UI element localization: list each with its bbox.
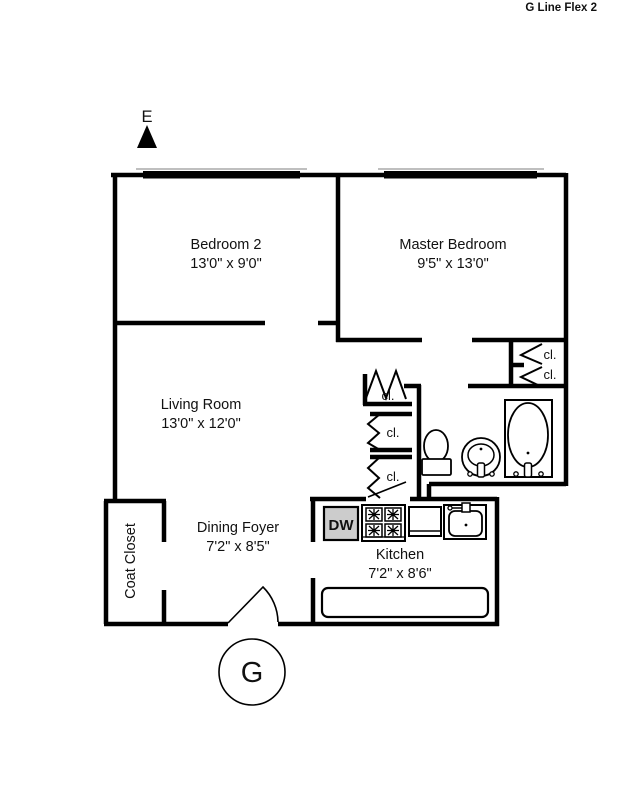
compass-north-arrow-icon [137, 125, 157, 148]
bifold-door-master-closet-top [518, 343, 543, 365]
plan-title: G Line Flex 2 [525, 2, 597, 14]
bifold-door-hall-closet-3 [366, 456, 381, 499]
room-dims-kitchen: 7'2" x 8'6" [368, 566, 431, 582]
closet-label-hall-3: cl. [387, 469, 400, 484]
closet-label-hall-2: cl. [387, 425, 400, 440]
compass-direction-label: E [141, 108, 152, 126]
room-dims-living-room: 13'0" x 12'0" [161, 416, 241, 432]
unit-marker-circle [218, 638, 286, 706]
closet-label-hall-1: cl. [382, 388, 395, 403]
room-labels: Bedroom 2 13'0" x 9'0" Master Bedroom 9'… [123, 237, 507, 599]
interior-walls [115, 175, 566, 499]
compass: E [137, 108, 157, 148]
dishwasher-label: DW [329, 517, 355, 534]
room-label-bedroom2: Bedroom 2 [191, 237, 262, 253]
room-label-dining-foyer: Dining Foyer [197, 520, 279, 536]
closet-doors [365, 343, 543, 499]
entry-door-swing [227, 585, 279, 624]
kitchen-fixtures: DW [320, 502, 490, 619]
pedestal-sink-icon [461, 437, 501, 478]
bifold-door-master-closet-bottom [518, 366, 543, 388]
dishwasher-icon: DW [322, 505, 360, 542]
toilet-icon [421, 429, 452, 476]
room-label-living-room: Living Room [161, 397, 242, 413]
coat-closet-label: Coat Closet [123, 523, 139, 599]
kitchen-counter-icon [320, 586, 490, 619]
bathroom-fixtures [421, 399, 553, 478]
kitchen-door-leaf [367, 481, 407, 498]
bathtub-icon [504, 399, 553, 478]
unit-marker-label: G [241, 657, 264, 689]
closet-labels: cl. cl. cl. cl. cl. [382, 347, 557, 484]
room-dims-master-bedroom: 9'5" x 13'0" [417, 256, 488, 272]
room-label-kitchen: Kitchen [376, 547, 424, 563]
stove-icon [361, 504, 406, 542]
closet-label-master-bottom: cl. [544, 367, 557, 382]
room-label-master-bedroom: Master Bedroom [399, 237, 506, 253]
kitchen-sink-icon [443, 502, 487, 540]
bifold-door-hall-closet-1 [365, 368, 407, 401]
bifold-door-hall-closet-2 [366, 413, 381, 451]
room-dims-bedroom2: 13'0" x 9'0" [190, 256, 261, 272]
room-dims-dining-foyer: 7'2" x 8'5" [206, 539, 269, 555]
kitchen-cabinet-icon [408, 506, 442, 537]
swing-doors [227, 481, 407, 624]
unit-marker: G [218, 638, 286, 706]
closet-label-master-top: cl. [544, 347, 557, 362]
